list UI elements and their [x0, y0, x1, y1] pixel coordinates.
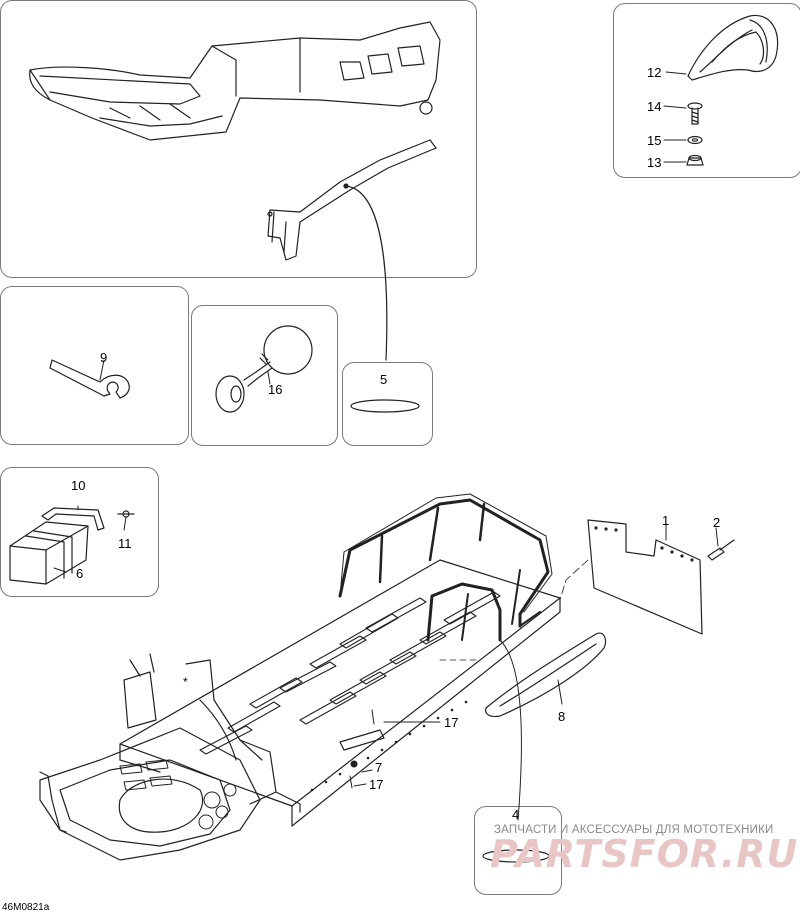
oring-5-part — [350, 399, 420, 413]
mudflap-part — [587, 519, 703, 635]
callout-7: 7 — [375, 760, 383, 775]
callout-10: 10 — [71, 478, 86, 493]
bag-part — [9, 521, 89, 585]
callout-16: 16 — [268, 382, 283, 397]
callout-8: 8 — [558, 709, 566, 724]
mudflap-rivet-part — [707, 527, 735, 561]
callout-11: 11 — [118, 536, 132, 551]
callout-4: 4 — [512, 807, 520, 822]
chassis-part — [39, 493, 561, 861]
callout-17-upper: 17 — [444, 715, 459, 730]
watermark-logo: PARTSFOR.RU — [490, 832, 799, 876]
callout-6: 6 — [76, 566, 84, 581]
inset-bag — [0, 467, 159, 597]
side-strip-part — [485, 632, 607, 718]
callout-5: 5 — [380, 372, 388, 387]
callout-12: 12 — [647, 65, 662, 80]
washer-part — [687, 135, 703, 145]
callout-1: 1 — [662, 513, 670, 528]
inset-top-left-bumper — [0, 0, 477, 278]
callout-2: 2 — [713, 515, 721, 530]
inset-top-right-handguard — [613, 3, 800, 178]
callout-14: 14 — [647, 99, 662, 114]
callout-13: 13 — [647, 155, 662, 170]
bumper-part — [29, 21, 441, 141]
callout-17-lower: 17 — [369, 777, 384, 792]
bracket-part — [41, 505, 105, 531]
oring-4-part — [482, 849, 550, 863]
star-mark: * — [183, 675, 188, 689]
inset-horn — [191, 305, 338, 446]
diagram-code: 46M0821a — [2, 902, 50, 913]
callout-9: 9 — [100, 350, 108, 365]
horn-part — [215, 325, 313, 413]
wrench-part — [49, 359, 130, 399]
handguard-part — [687, 14, 779, 81]
rail-tube-part — [267, 139, 437, 361]
watermark-caption: ЗАПЧАСТИ И АКСЕССУАРЫ ДЛЯ МОТОТЕХНИКИ — [494, 824, 774, 836]
rivet-part — [117, 510, 135, 531]
screw-part — [687, 102, 703, 125]
nut-part — [686, 154, 704, 166]
inset-wrench — [0, 286, 189, 445]
callout-15: 15 — [647, 133, 662, 148]
